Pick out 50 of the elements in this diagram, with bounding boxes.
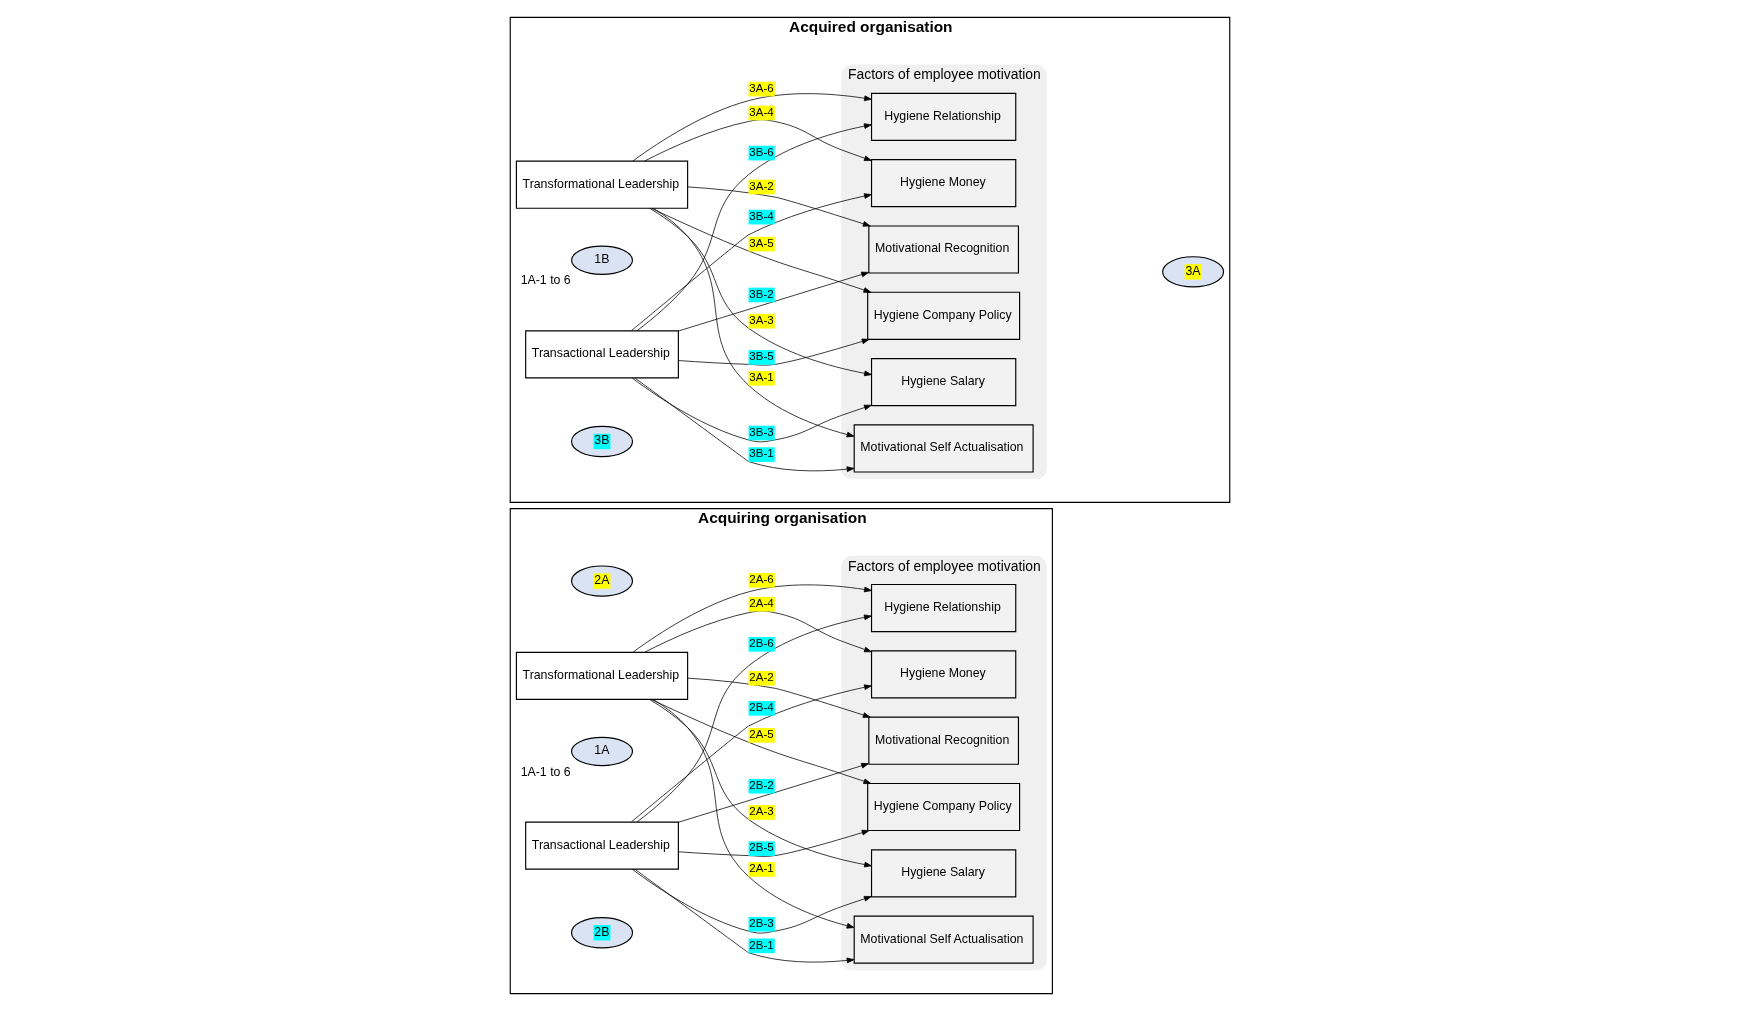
node-box: Motivational Recognition [868, 225, 1020, 274]
node-box: Motivational Self Actualisation [853, 424, 1034, 473]
arrow [634, 377, 855, 472]
edge-label: 3B-6 [749, 145, 774, 158]
edge-label: 3A-3 [749, 313, 774, 326]
node-box: Transactional Leadership [525, 330, 679, 379]
node-ellipse: 3A [1162, 256, 1225, 288]
node-box: Hygiene Salary [870, 849, 1017, 898]
edge-label: 3A-1 [749, 370, 774, 383]
edge-label: 2B-6 [749, 637, 774, 650]
arrow [634, 868, 855, 964]
node-box: Hygiene Money [870, 159, 1017, 208]
edge-label: 3B-1 [749, 447, 774, 460]
node-box: Hygiene Relationship [870, 92, 1017, 141]
node-box: Hygiene Salary [870, 358, 1017, 407]
edge-label: 2B-5 [749, 841, 774, 854]
edge-label: 2A-6 [749, 573, 774, 585]
edge-label: 2B-1 [749, 938, 774, 951]
edge-label: 3A-4 [749, 105, 774, 118]
node-ellipse: 1A [570, 736, 634, 767]
node-box: Hygiene Relationship [870, 583, 1017, 633]
node-label: 1A-1 to 6 [520, 273, 571, 288]
edge-label: 2A-2 [749, 670, 774, 683]
node-label: 1A-1 to 6 [520, 764, 571, 779]
node-box: Motivational Recognition [868, 716, 1020, 765]
edge-label: 3A-6 [749, 81, 774, 94]
node-ellipse: 3B [570, 425, 634, 458]
edge-label: 2B-3 [749, 916, 774, 929]
node-box: Transformational Leadership [515, 160, 689, 209]
edge-label: 2A-5 [749, 728, 774, 740]
node-box: Motivational Self Actualisation [853, 915, 1034, 964]
edge-label: 2A-1 [749, 862, 774, 875]
node-box: Hygiene Company Policy [867, 782, 1021, 832]
node-ellipse: 1B [570, 245, 634, 275]
edge-label: 3A-2 [749, 179, 774, 192]
node-box: Transformational Leadership [515, 651, 689, 701]
edge-label: 3B-3 [749, 425, 774, 438]
edge-label: 2A-3 [749, 805, 774, 818]
node-box: Hygiene Company Policy [867, 291, 1021, 340]
node-box: Transactional Leadership [525, 821, 679, 870]
edge-label: 3B-4 [749, 209, 774, 222]
edge-label: 2B-2 [749, 778, 774, 791]
node-ellipse: 2B [570, 917, 634, 949]
node-ellipse: 2A [570, 565, 634, 597]
edge-label: 2A-4 [749, 596, 774, 609]
edge-label: 3B-2 [749, 287, 774, 300]
node-box: Hygiene Money [870, 650, 1017, 699]
edge-label: 3A-5 [749, 236, 774, 249]
edge-label: 3B-5 [749, 350, 774, 363]
edge-label: 2B-4 [749, 701, 774, 714]
